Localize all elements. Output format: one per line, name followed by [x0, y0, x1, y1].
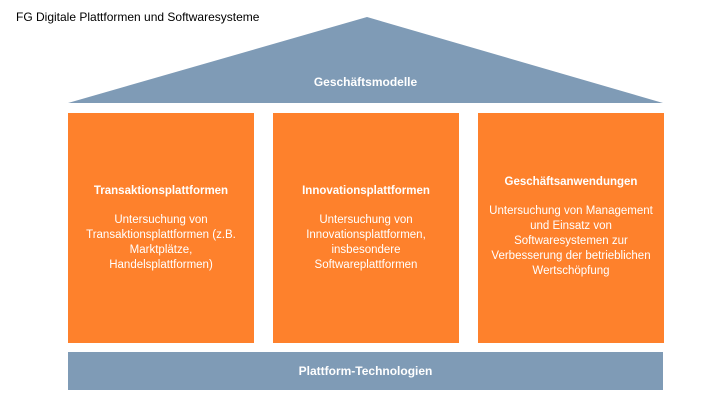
pillar-geschaeftsanwendungen: Geschäftsanwendungen Untersuchung von Ma…	[478, 113, 664, 343]
roof-shape	[68, 17, 663, 103]
pillar-heading: Innovationsplattformen	[302, 184, 430, 197]
pillar-text: Untersuchung von Innovationsplattformen,…	[306, 213, 426, 271]
pillar-transaktionsplattformen: Transaktionsplattformen Untersuchung von…	[68, 113, 254, 343]
base-bar: Plattform-Technologien	[68, 352, 663, 390]
pillar-heading: Transaktionsplattformen	[93, 184, 229, 197]
page-title: FG Digitale Plattformen und Softwaresyst…	[16, 10, 260, 24]
pillar-innovationsplattformen: Innovationsplattformen Untersuchung von …	[273, 113, 459, 343]
roof-label: Geschäftsmodelle	[313, 75, 418, 89]
pillar-text: Untersuchung von Management und Einsatz …	[489, 205, 653, 277]
base-label: Plattform-Technologien	[298, 364, 433, 378]
pillar-heading: Geschäftsanwendungen	[504, 176, 638, 188]
pillar-text: Untersuchung von Transaktionsplattformen…	[86, 213, 236, 271]
